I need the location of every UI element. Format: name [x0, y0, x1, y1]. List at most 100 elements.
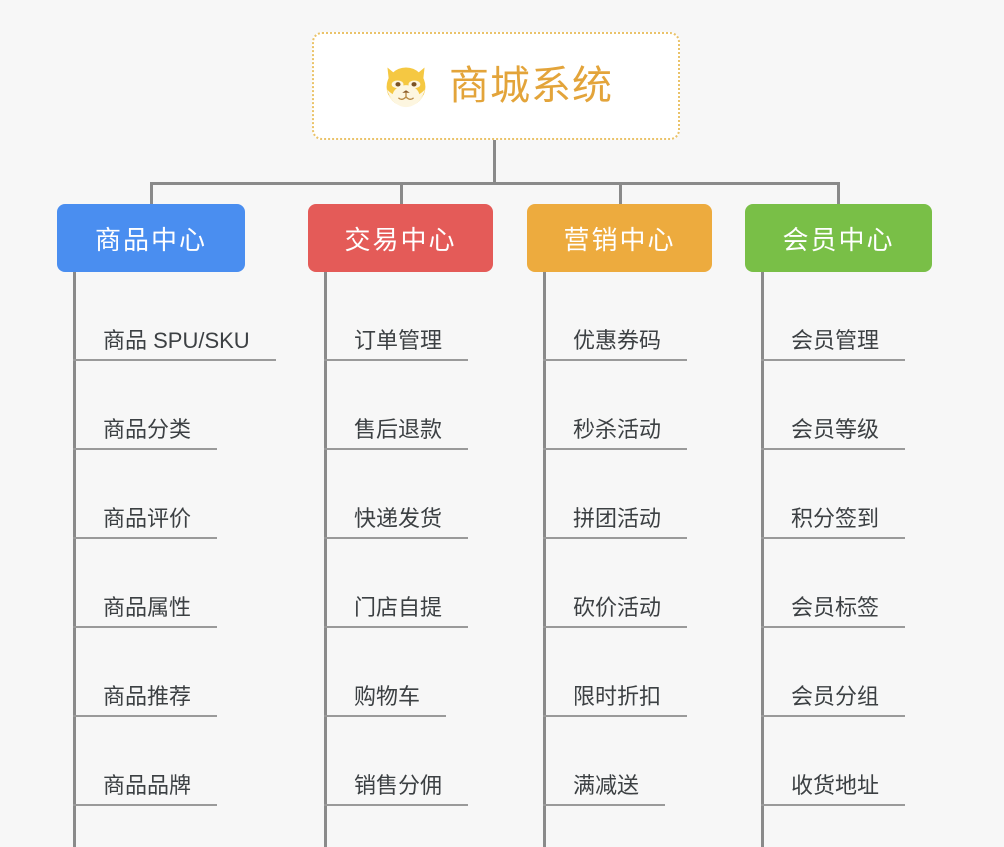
leaf-underline: 限时折扣	[543, 683, 688, 717]
list-item-label: 商品 SPU/SKU	[103, 327, 250, 353]
leaf-underline: 门店自提	[324, 594, 469, 628]
list-item[interactable]: 会员管理	[745, 272, 975, 361]
category-items-marketing: 优惠券码 秒杀活动 拼团活动 砍价活动 限时折扣	[527, 272, 757, 847]
category-trunk-line	[324, 272, 327, 847]
category-items-product: 商品 SPU/SKU 商品分类 商品评价 商品属性 商品推荐	[57, 272, 287, 847]
list-item[interactable]: 会员分组	[745, 628, 975, 717]
list-item[interactable]: 商品评价	[57, 450, 287, 539]
category-trunk-line	[543, 272, 546, 847]
leaf-underline: 优惠券码	[543, 327, 688, 361]
list-item-label: 商品分类	[103, 416, 192, 442]
list-item[interactable]: 商品属性	[57, 539, 287, 628]
list-item[interactable]: 会员等级	[745, 361, 975, 450]
list-item-label: 秒杀活动	[573, 416, 662, 442]
leaf-underline: 商品分类	[73, 416, 218, 450]
list-item[interactable]: 商品 SPU/SKU	[57, 272, 287, 361]
leaf-underline: 商品推荐	[73, 683, 218, 717]
leaf-underline: 会员分组	[761, 683, 906, 717]
connector-drop-1	[150, 182, 153, 206]
category-column-trade: 交易中心 订单管理 售后退款 快递发货 门店自提	[308, 204, 538, 847]
list-item-label: 快递发货	[354, 505, 443, 531]
list-item-label: 订单管理	[354, 327, 443, 353]
root-node[interactable]: 商城系统	[312, 32, 680, 140]
list-item[interactable]: 订单管理	[308, 272, 538, 361]
category-header-label: 商品中心	[94, 224, 207, 255]
list-item-label: 门店自提	[354, 594, 443, 620]
list-item[interactable]: 商品分类	[57, 361, 287, 450]
leaf-underline: 会员管理	[761, 327, 906, 361]
connector-drop-2	[400, 182, 403, 206]
list-item[interactable]: 拼团活动	[527, 450, 757, 539]
list-item-label: 商品评价	[103, 505, 192, 531]
category-header-marketing[interactable]: 营销中心	[527, 204, 712, 272]
connector-drop-3	[619, 182, 622, 206]
list-item-label: 商品品牌	[103, 772, 192, 798]
list-item-label: 会员等级	[791, 416, 880, 442]
category-header-trade[interactable]: 交易中心	[308, 204, 493, 272]
category-header-label: 会员中心	[782, 224, 895, 255]
list-item[interactable]: 会员标签	[745, 539, 975, 628]
category-header-label: 营销中心	[563, 224, 676, 255]
list-item-label: 拼团活动	[573, 505, 662, 531]
category-header-label: 交易中心	[344, 224, 457, 255]
leaf-underline: 砍价活动	[543, 594, 688, 628]
leaf-underline: 会员等级	[761, 416, 906, 450]
list-item[interactable]: 砍价活动	[527, 539, 757, 628]
leaf-underline: 购物车	[324, 683, 447, 717]
connector-root-stem	[493, 140, 496, 184]
list-item[interactable]: 商品品牌	[57, 717, 287, 806]
leaf-underline: 积分签到	[761, 505, 906, 539]
shiba-dog-icon	[386, 67, 426, 108]
list-item-label: 优惠券码	[573, 327, 662, 353]
leaf-underline: 商品评价	[73, 505, 218, 539]
list-item[interactable]: 购物车	[308, 628, 538, 717]
list-item[interactable]: 积分签到	[745, 450, 975, 539]
list-item[interactable]: 售后退款	[308, 361, 538, 450]
category-column-product: 商品中心 商品 SPU/SKU 商品分类 商品评价 商品属性	[57, 204, 287, 847]
list-item-label: 限时折扣	[573, 683, 662, 709]
list-item[interactable]: 优惠券码	[527, 272, 757, 361]
list-item[interactable]: 快递发货	[308, 450, 538, 539]
leaf-underline: 售后退款	[324, 416, 469, 450]
list-item[interactable]: 满减送	[527, 717, 757, 806]
connector-horizontal-bus	[150, 182, 837, 185]
leaf-underline: 拼团活动	[543, 505, 688, 539]
list-item[interactable]: 门店自提	[308, 539, 538, 628]
list-item[interactable]: 销售分佣	[308, 717, 538, 806]
leaf-underline: 商品 SPU/SKU	[73, 327, 276, 361]
list-item-label: 会员分组	[791, 683, 880, 709]
category-items-member: 会员管理 会员等级 积分签到 会员标签 会员分组	[745, 272, 975, 847]
category-header-member[interactable]: 会员中心	[745, 204, 932, 272]
root-title: 商城系统	[449, 64, 613, 108]
list-item-label: 售后退款	[354, 416, 443, 442]
category-column-marketing: 营销中心 优惠券码 秒杀活动 拼团活动 砍价活动	[527, 204, 757, 847]
list-item[interactable]: 秒杀活动	[527, 361, 757, 450]
leaf-underline: 会员标签	[761, 594, 906, 628]
category-column-member: 会员中心 会员管理 会员等级 积分签到 会员标签	[745, 204, 975, 847]
category-items-trade: 订单管理 售后退款 快递发货 门店自提 购物车	[308, 272, 538, 847]
list-item-label: 收货地址	[791, 772, 880, 798]
leaf-underline: 快递发货	[324, 505, 469, 539]
list-item[interactable]: 收货地址	[745, 717, 975, 806]
list-item-label: 商品推荐	[103, 683, 192, 709]
category-trunk-line	[73, 272, 76, 847]
category-header-product[interactable]: 商品中心	[57, 204, 245, 272]
leaf-underline: 收货地址	[761, 772, 906, 806]
list-item-label: 销售分佣	[354, 772, 443, 798]
list-item-label: 积分签到	[791, 505, 880, 531]
list-item-label: 商品属性	[103, 594, 192, 620]
connector-drop-4	[837, 182, 840, 206]
leaf-underline: 订单管理	[324, 327, 469, 361]
list-item-label: 会员管理	[791, 327, 880, 353]
leaf-underline: 秒杀活动	[543, 416, 688, 450]
leaf-underline: 销售分佣	[324, 772, 469, 806]
list-item-label: 购物车	[354, 683, 421, 709]
list-item[interactable]: 限时折扣	[527, 628, 757, 717]
leaf-underline: 商品品牌	[73, 772, 218, 806]
list-item[interactable]: 商品推荐	[57, 628, 287, 717]
leaf-underline: 满减送	[543, 773, 666, 806]
category-trunk-line	[761, 272, 764, 847]
list-item-label: 会员标签	[791, 594, 880, 620]
list-item-label: 砍价活动	[573, 594, 662, 620]
